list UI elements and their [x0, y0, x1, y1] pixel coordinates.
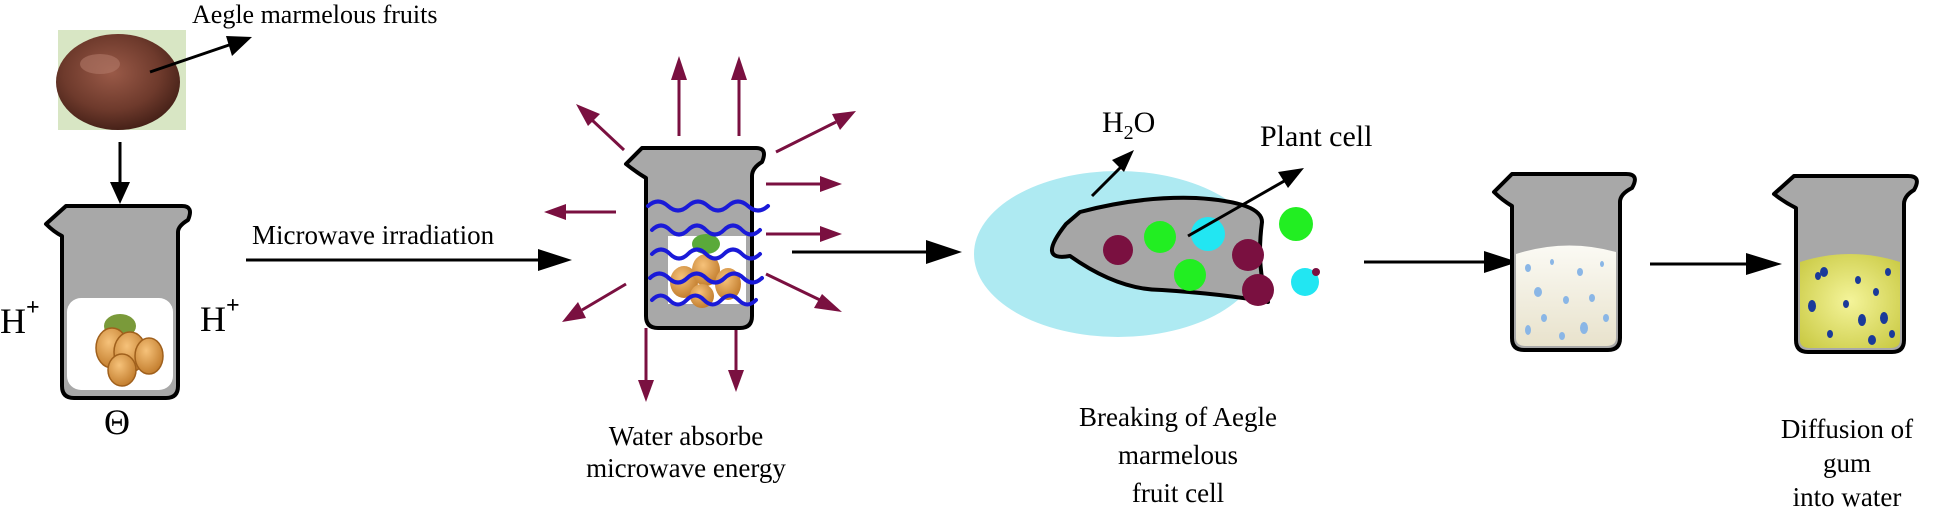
particle: [1885, 268, 1891, 276]
fruit-image: [56, 30, 186, 130]
wavy-line: [650, 223, 762, 237]
particle: [1880, 312, 1888, 324]
beaker-milky-solution: [1492, 172, 1637, 352]
arrow-to-milky-beaker: [1364, 251, 1518, 273]
beaker-microwave: [624, 146, 766, 330]
particle: [1580, 322, 1588, 334]
label-water-absorb: Water absorbe microwave energy: [586, 421, 786, 483]
wavy-line: [648, 271, 764, 285]
fruit-pointer-arrow: [149, 36, 252, 74]
particle: [1808, 300, 1816, 312]
plant-cell: [974, 171, 1320, 337]
particle: [1858, 314, 1866, 326]
fruit-down-arrow: [110, 142, 130, 204]
particle: [1541, 314, 1547, 322]
label-h-plus-right: H+: [200, 293, 240, 339]
water-release-arrow: [1090, 150, 1134, 198]
particle: [1815, 272, 1821, 280]
radiation-arrows: [544, 56, 856, 402]
label-fruit: Aegle marmelous fruits: [192, 0, 438, 29]
beaker-gum-solution: [1772, 174, 1919, 354]
plant-cell-pointer-arrow: [1187, 168, 1304, 238]
microwave-wavy-lines: [646, 199, 770, 307]
label-breaking: Breaking of Aegle marmelous fruit cell: [1079, 402, 1277, 508]
wavy-line: [650, 293, 758, 307]
label-diffusion: Diffusion of gum into water: [1780, 414, 1914, 512]
particle: [1873, 288, 1879, 296]
particle: [1563, 296, 1569, 304]
particle: [1868, 335, 1876, 345]
label-theta: Θ: [104, 402, 130, 442]
particle: [1603, 314, 1609, 322]
label-microwave: Microwave irradiation: [252, 220, 495, 250]
particle: [1589, 294, 1595, 302]
wavy-line: [650, 247, 762, 261]
particle: [1889, 330, 1895, 338]
label-h-plus-left: H+: [0, 295, 40, 341]
microwave-arrow: [246, 249, 572, 271]
arrow-to-gum-beaker: [1650, 253, 1782, 275]
gum-particles: [1808, 267, 1895, 345]
label-plant-cell: Plant cell: [1260, 120, 1373, 153]
arrow-to-cell: [792, 240, 962, 264]
particle: [1577, 268, 1583, 276]
milky-particles: [1525, 259, 1609, 340]
particle: [1600, 261, 1604, 267]
particle: [1534, 287, 1542, 297]
beaker-acid: [44, 204, 192, 400]
particle: [1525, 325, 1531, 335]
particle: [1550, 259, 1554, 265]
particle: [1820, 267, 1828, 277]
particle: [1525, 264, 1531, 272]
particle: [1843, 300, 1849, 308]
particle: [1855, 276, 1861, 284]
particle: [1827, 330, 1833, 338]
wavy-line: [646, 199, 770, 213]
label-h2o: H2O: [1102, 106, 1156, 144]
particle: [1559, 332, 1565, 340]
